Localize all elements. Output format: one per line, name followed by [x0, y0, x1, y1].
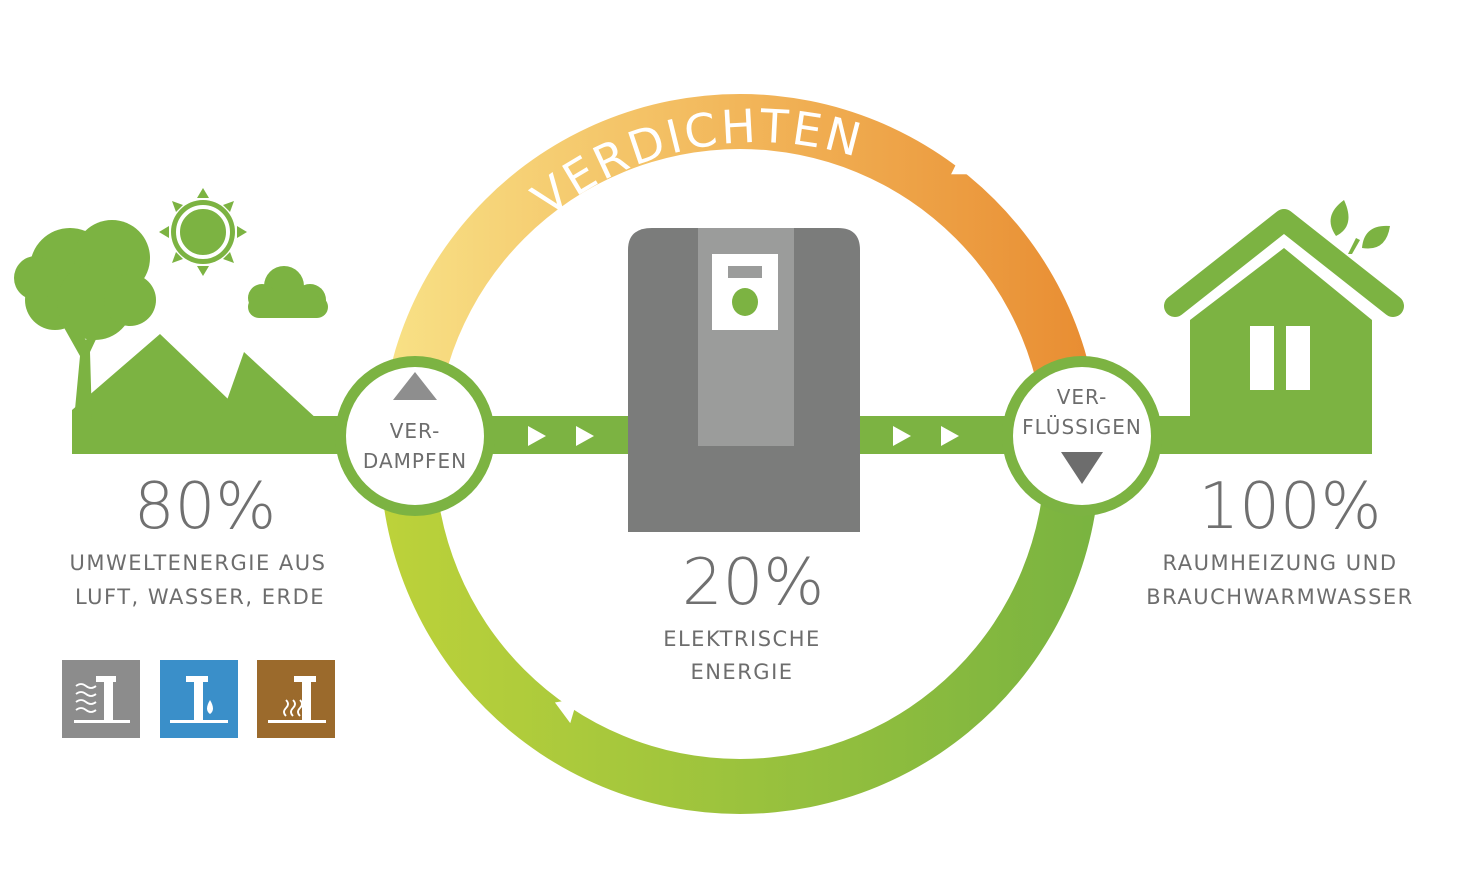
leaves-icon: [1330, 200, 1390, 254]
evaporator-node: VER- DAMPFEN: [335, 356, 495, 516]
evaporator-line2: DAMPFEN: [363, 449, 467, 473]
left-percent: 80%: [134, 470, 276, 544]
triangle-down-icon: [1061, 452, 1103, 484]
ring-bottom-half: [380, 454, 1100, 814]
tree-icon: [14, 220, 156, 420]
cycle-top-label: VERDICHTEN: [522, 99, 869, 227]
cloud-icon: [248, 266, 328, 318]
condenser-node: VER- FLÜSSIGEN: [1002, 356, 1162, 516]
right-line2: BRAUCHWARMWASSER: [1146, 585, 1414, 609]
left-line2: LUFT, WASSER, ERDE: [75, 585, 325, 609]
cycle-top-arrow: ▲: [951, 139, 978, 179]
ground-source-icon: [257, 660, 335, 738]
house-icon: [1164, 209, 1404, 454]
mountains-icon: [72, 334, 318, 454]
flow-arrows-left: [528, 426, 594, 446]
heat-pump-unit-icon: [628, 228, 860, 532]
right-line1: RAUMHEIZUNG UND: [1162, 551, 1397, 575]
right-percent: 100%: [1199, 470, 1382, 544]
center-line1: ELEKTRISCHE: [663, 627, 821, 651]
triangle-up-icon: [393, 372, 437, 400]
evaporator-line1: VER-: [390, 419, 441, 443]
condenser-line1: VER-: [1057, 385, 1108, 409]
center-line2: ENERGIE: [690, 660, 793, 684]
left-line1: UMWELTENERGIE AUS: [70, 551, 327, 575]
air-source-icon: [62, 660, 140, 738]
ring-top-half: [380, 94, 1100, 454]
cycle-bottom-arrow: ▼: [554, 691, 583, 729]
flow-arrows-right: [893, 426, 959, 446]
center-percent: 20%: [682, 546, 824, 620]
condenser-line2: FLÜSSIGEN: [1022, 415, 1142, 439]
sun-icon: [159, 188, 247, 276]
water-source-icon: [160, 660, 238, 738]
